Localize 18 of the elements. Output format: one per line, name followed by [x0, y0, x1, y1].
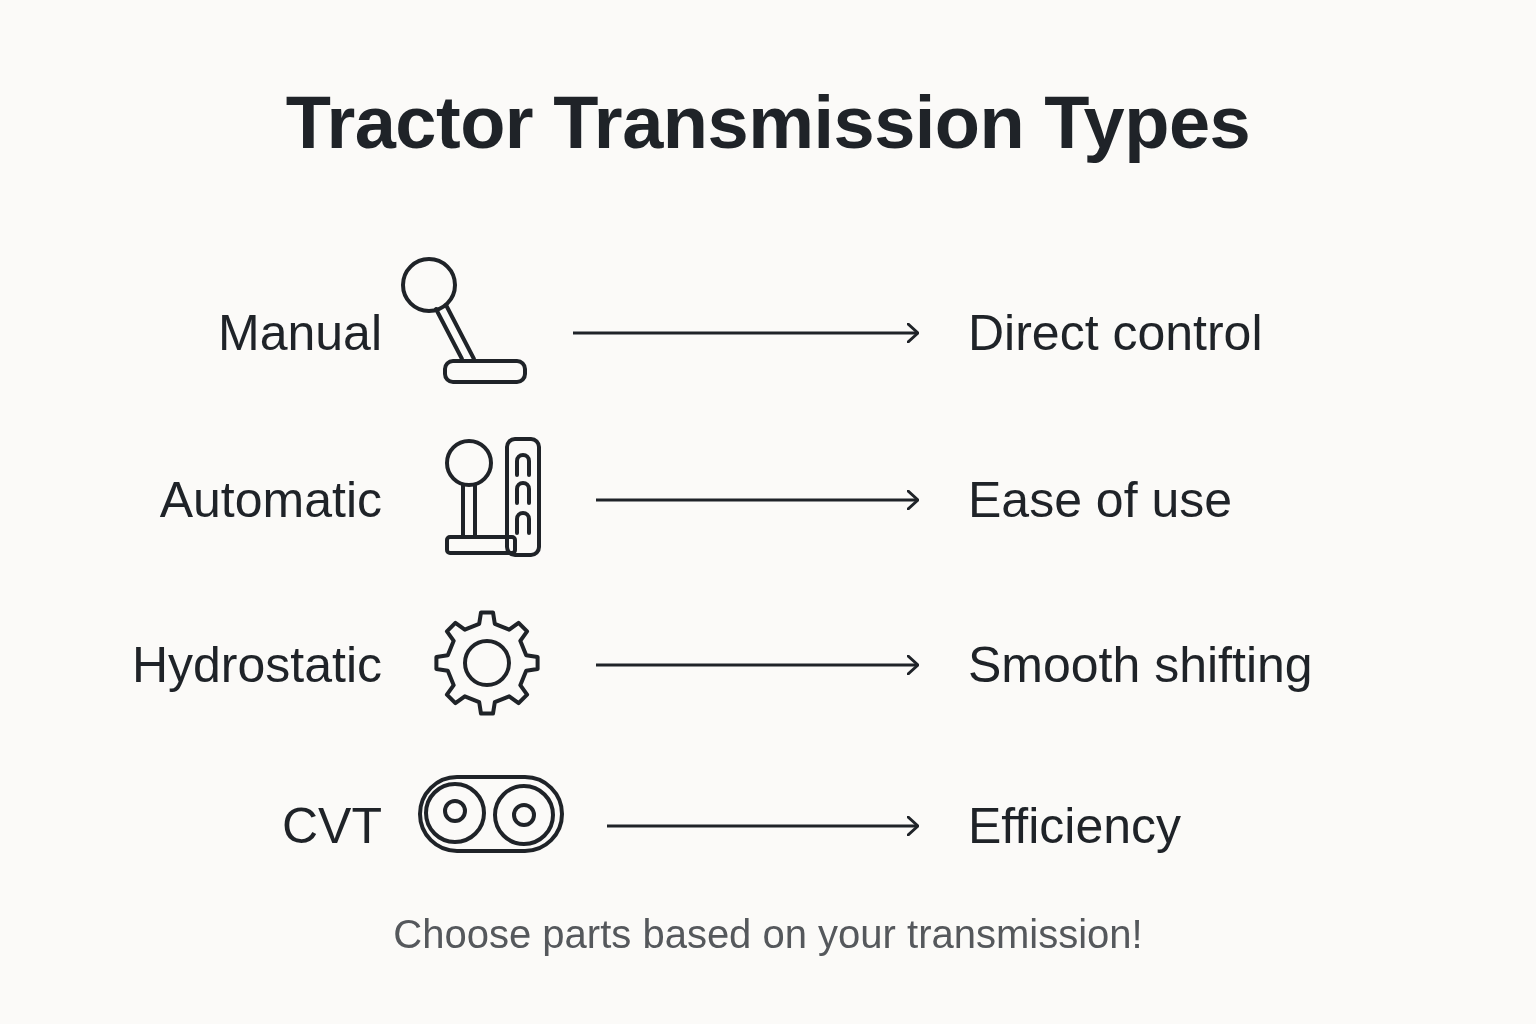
belt-pulley-icon: [418, 775, 564, 853]
gear-lever-icon: [400, 257, 528, 385]
gear-shifter-icon: [445, 437, 541, 557]
arrow: [607, 815, 920, 837]
transmission-type-label: CVT: [0, 796, 382, 856]
caption: Choose parts based on your transmission!: [392, 912, 1144, 957]
benefit-label: Smooth shifting: [968, 635, 1313, 695]
arrow: [596, 489, 920, 511]
transmission-type-label: Manual: [0, 303, 382, 363]
arrow: [573, 322, 920, 344]
benefit-label: Direct control: [968, 303, 1263, 363]
gear-icon: [432, 609, 542, 717]
benefit-label: Efficiency: [968, 796, 1182, 856]
title: Tractor Transmission Types: [284, 80, 1252, 165]
arrow: [596, 654, 920, 676]
transmission-type-label: Hydrostatic: [0, 635, 382, 695]
benefit-label: Ease of use: [968, 470, 1233, 530]
transmission-type-label: Automatic: [0, 470, 382, 530]
